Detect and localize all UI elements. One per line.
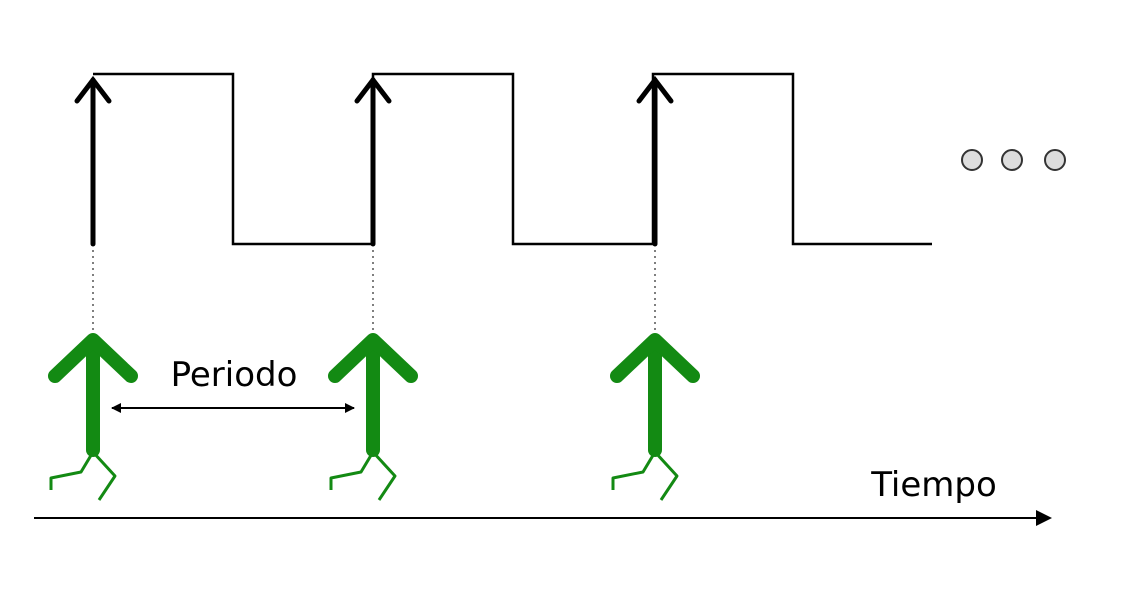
walking-arrow-icon [610,333,700,501]
ellipsis-icon [961,149,1066,171]
rising-edge-arrow-icon [354,75,392,247]
rising-edge-arrow-icon [74,75,112,247]
rising-edge-arrow-icon [636,75,674,247]
period-label: Periodo [171,355,298,395]
square-wave-signal [93,72,932,246]
time-axis-label: Tiempo [870,465,997,505]
walking-arrow-icon [328,333,418,501]
dotted-guide-lines [92,250,656,330]
walking-arrow-icon [48,333,138,501]
time-axis-arrow-icon [1036,510,1052,526]
